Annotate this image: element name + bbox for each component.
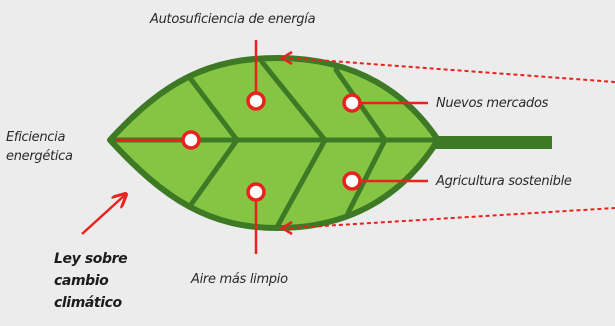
connectors	[116, 40, 428, 254]
leaf-stem	[430, 136, 552, 149]
vein-bottom-2	[274, 137, 328, 230]
vein-top-1	[187, 75, 240, 143]
leaf-body	[107, 55, 441, 231]
marker-upper-right	[342, 93, 362, 113]
dotted-pointer-top	[289, 57, 615, 83]
label-lower-right: Agricultura sostenible	[436, 174, 572, 189]
label-bottom: Aire más limpio	[191, 272, 288, 287]
dotted-pointers	[289, 57, 615, 229]
chevron-bottom-icon	[279, 220, 293, 236]
label-left: Eficiencia energética	[6, 130, 73, 164]
vein-bottom-1	[187, 137, 240, 209]
vein-top-2	[259, 59, 328, 143]
label-upper-right: Nuevos mercados	[436, 96, 549, 111]
law-arrow	[81, 194, 126, 235]
benefit-markers	[181, 91, 362, 202]
marker-left	[181, 130, 201, 150]
vein-bottom-3	[345, 137, 388, 216]
marker-bottom	[246, 182, 266, 202]
marker-top	[246, 91, 266, 111]
dotted-pointer-bottom	[289, 207, 615, 229]
marker-lower-right	[342, 171, 362, 191]
label-top: Autosuficiencia de energía	[150, 12, 316, 27]
label-law: Ley sobre cambio climático	[54, 251, 128, 311]
chevron-top-icon	[279, 50, 293, 66]
